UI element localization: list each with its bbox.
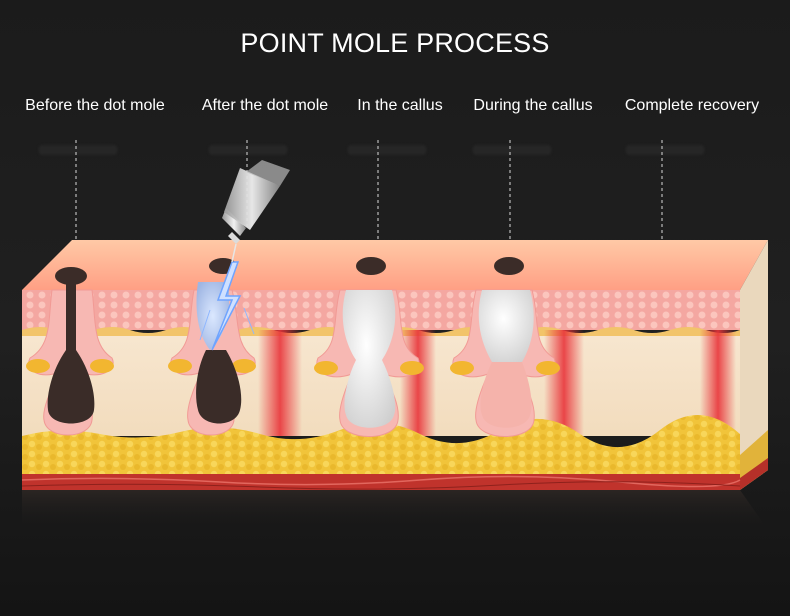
stage-label-before: Before the dot mole <box>25 97 165 114</box>
faded-sublabel <box>201 140 296 160</box>
skin-surface <box>22 240 768 290</box>
faded-sublabel <box>465 140 560 160</box>
laser-pen-icon <box>222 160 290 263</box>
gland <box>536 361 560 375</box>
mole-root <box>196 350 242 424</box>
gland <box>314 361 338 375</box>
scab <box>342 290 396 428</box>
mole-before <box>26 267 114 436</box>
new-skin <box>480 362 532 428</box>
scab <box>478 290 534 362</box>
stage-label-during-callus: During the callus <box>473 97 593 114</box>
floor-reflection <box>22 490 768 530</box>
stage-label-after: After the dot mole <box>201 97 329 114</box>
scab-forming <box>314 257 424 437</box>
faded-sublabel <box>340 140 435 160</box>
mole-root <box>47 280 95 424</box>
stage-label-recovery: Complete recovery <box>624 97 760 114</box>
faded-sublabel <box>31 140 126 160</box>
scab-healing <box>450 257 560 437</box>
gland <box>168 359 192 373</box>
page-title: POINT MOLE PROCESS <box>240 28 550 58</box>
faded-sublabel <box>618 140 713 160</box>
gland <box>90 359 114 373</box>
gland <box>450 361 474 375</box>
inflammation-mark <box>544 330 584 436</box>
inflammation-mark <box>258 330 302 436</box>
mole-laser <box>168 258 256 436</box>
stage-label-in-callus: In the callus <box>357 97 443 114</box>
lightning-icon <box>211 261 242 351</box>
gland <box>26 359 50 373</box>
skin-side-face <box>740 240 768 490</box>
gland <box>400 361 424 375</box>
gland <box>232 359 256 373</box>
